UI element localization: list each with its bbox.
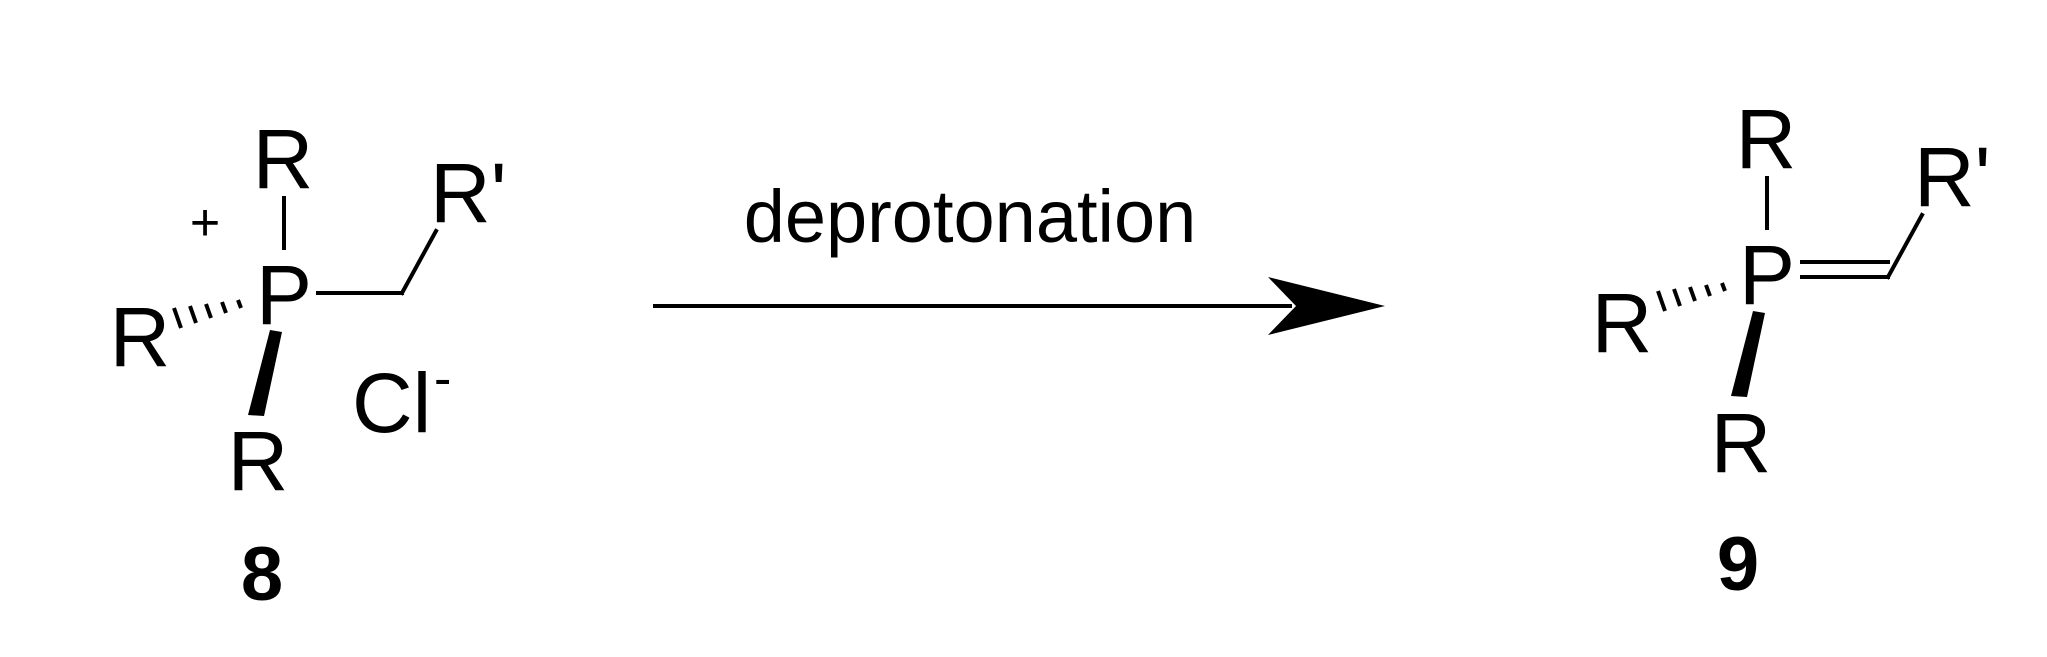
product-phosphorus-ylide: R P R R R' 9 — [1592, 92, 1991, 607]
reactant-phosphonium-salt: R + P R R R' Cl - 8 — [110, 112, 507, 617]
product-r-left: R — [1592, 276, 1653, 370]
hashed-bond-p-r-left — [1656, 282, 1727, 312]
product-phosphorus: P — [1739, 228, 1795, 322]
reactant-positive-charge: + — [190, 194, 220, 252]
bond-ch2-r-prime — [399, 228, 439, 296]
chloride-counterion: Cl — [352, 356, 431, 450]
hashed-bond-p-r-left — [172, 299, 243, 329]
reactant-phosphorus: P — [256, 248, 312, 342]
arrow-head — [1268, 277, 1385, 335]
wedge-bond-p-r-bottom — [248, 330, 282, 416]
wedge-bond-p-r-bottom — [1731, 311, 1765, 397]
chloride-negative-charge: - — [434, 350, 451, 408]
reactant-r-bottom: R — [228, 414, 289, 508]
compound-number-8: 8 — [241, 532, 283, 617]
compound-number-9: 9 — [1717, 522, 1759, 607]
reactant-r-top: R — [253, 112, 314, 206]
product-r-bottom: R — [1711, 396, 1772, 490]
bond-c-r-prime — [1885, 212, 1925, 280]
reactant-r-left: R — [110, 290, 171, 384]
product-r-top: R — [1736, 92, 1797, 186]
product-r-prime: R' — [1914, 130, 1991, 224]
reaction-arrow: deprotonation — [653, 175, 1385, 335]
reagent-label: deprotonation — [744, 175, 1197, 258]
reactant-r-prime: R' — [430, 146, 507, 240]
